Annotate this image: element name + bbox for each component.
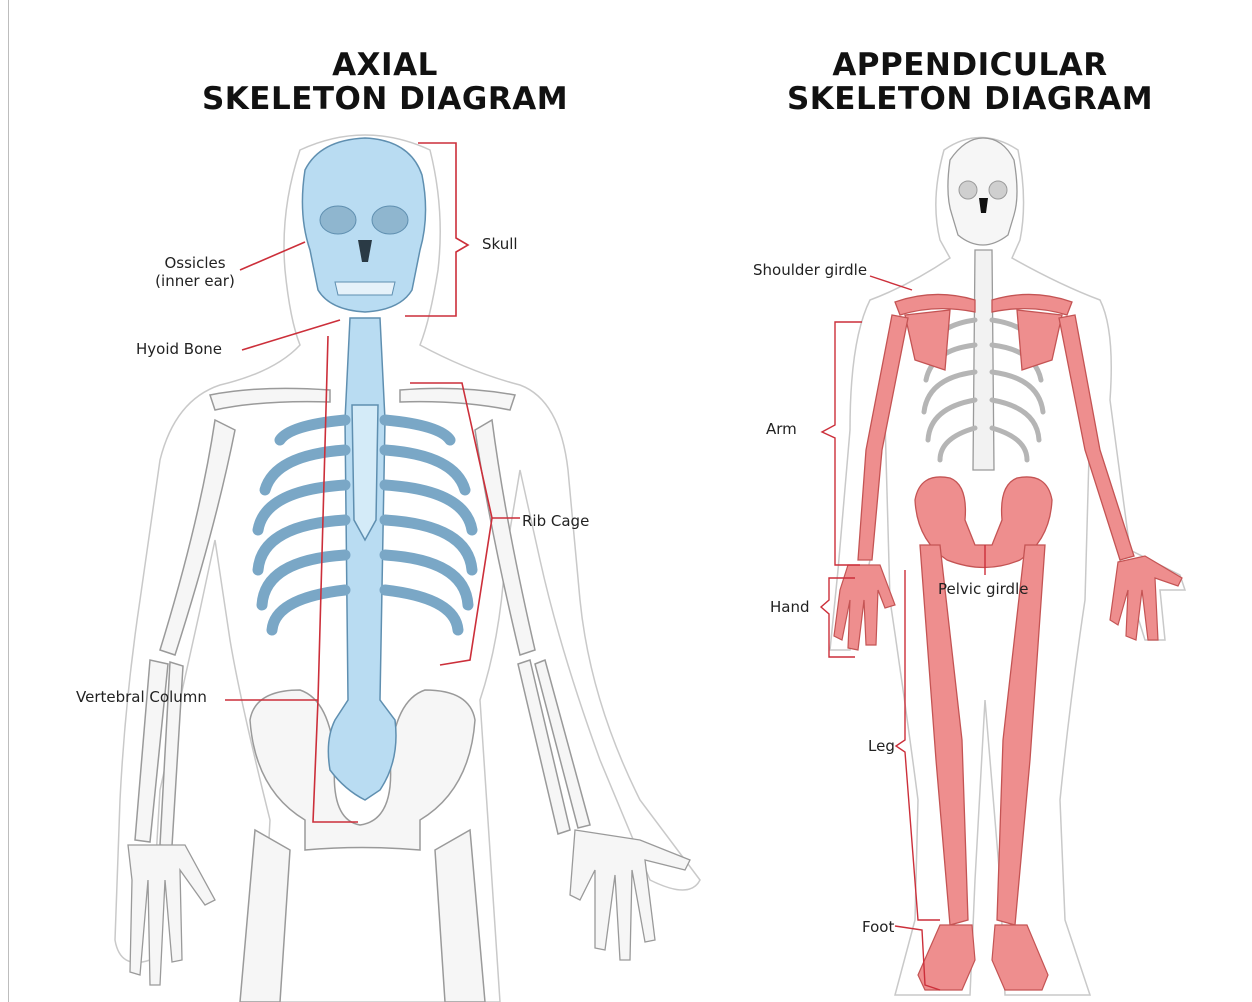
appendicular-title-line2: SKELETON DIAGRAM: [780, 82, 1160, 116]
appendicular-skeleton-figure: [821, 138, 1185, 996]
label-ossicles-line1: Ossicles: [140, 254, 250, 272]
appendicular-right-scapula: [1017, 310, 1062, 370]
appendicular-left-scapula: [905, 310, 950, 370]
appendicular-spine: [973, 250, 994, 470]
axial-sternum: [352, 405, 378, 540]
axial-femurs: [240, 830, 485, 1002]
hyoid-leader: [242, 320, 340, 350]
appendicular-right-eye-socket: [989, 181, 1007, 199]
label-hand: Hand: [770, 598, 810, 616]
label-ossicles-line2: (inner ear): [140, 272, 250, 290]
axial-title: AXIAL SKELETON DIAGRAM: [190, 48, 580, 116]
appendicular-left-arm: [858, 315, 908, 560]
label-hyoid-bone: Hyoid Bone: [136, 340, 222, 358]
axial-right-hand: [570, 830, 690, 960]
axial-right-forearm: [518, 660, 590, 834]
appendicular-title: APPENDICULAR SKELETON DIAGRAM: [780, 48, 1160, 116]
appendicular-left-leg: [920, 545, 968, 925]
appendicular-right-hand: [1110, 556, 1182, 640]
label-shoulder-girdle: Shoulder girdle: [753, 261, 867, 279]
label-vertebral-column: Vertebral Column: [76, 688, 207, 706]
axial-title-line2: SKELETON DIAGRAM: [190, 82, 580, 116]
label-leg: Leg: [868, 737, 895, 755]
label-foot: Foot: [862, 918, 894, 936]
label-skull: Skull: [482, 235, 518, 253]
label-ossicles: Ossicles (inner ear): [140, 254, 250, 290]
label-pelvic-girdle: Pelvic girdle: [938, 580, 1028, 598]
axial-left-hand: [128, 845, 215, 985]
axial-right-eye-socket: [372, 206, 408, 234]
appendicular-right-leg: [997, 545, 1045, 925]
appendicular-left-foot: [918, 925, 975, 990]
axial-left-eye-socket: [320, 206, 356, 234]
label-rib-cage: Rib Cage: [522, 512, 589, 530]
axial-teeth: [335, 282, 395, 295]
axial-right-humerus: [475, 420, 535, 655]
appendicular-left-eye-socket: [959, 181, 977, 199]
shoulder-girdle-leader: [870, 276, 912, 290]
label-arm: Arm: [766, 420, 797, 438]
appendicular-right-foot: [992, 925, 1048, 990]
appendicular-right-arm: [1059, 315, 1134, 560]
axial-title-line1: AXIAL: [190, 48, 580, 82]
appendicular-title-line1: APPENDICULAR: [780, 48, 1160, 82]
